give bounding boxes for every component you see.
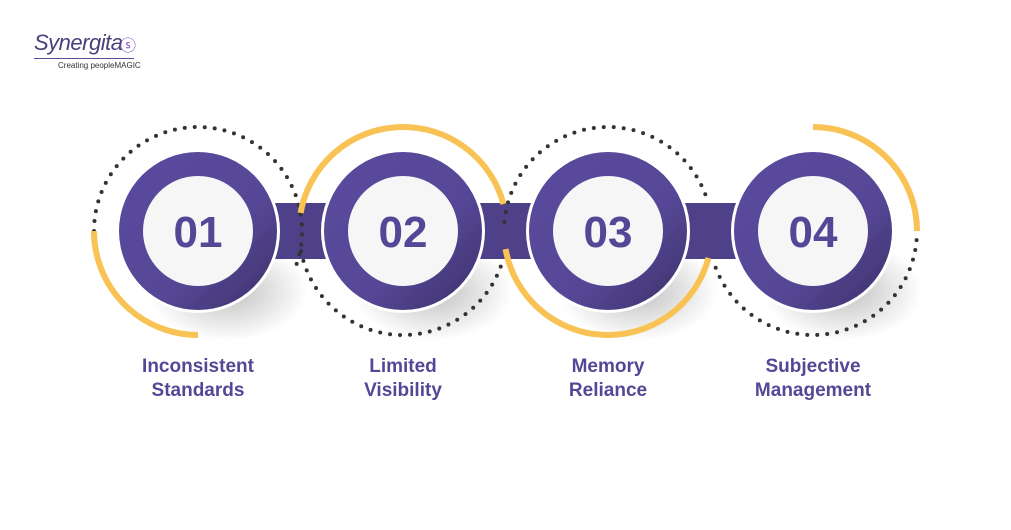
label-line: Reliance bbox=[568, 380, 648, 401]
step-3: 03 bbox=[526, 149, 690, 313]
inner-circle bbox=[758, 176, 868, 286]
yellow-arc bbox=[91, 230, 199, 338]
label-line: Standards bbox=[151, 380, 245, 401]
label-line: Inconsistent bbox=[142, 356, 254, 377]
logo-tagline: Creating peopleMAGIC bbox=[58, 61, 141, 70]
label-line: Management bbox=[754, 380, 872, 401]
label-line: Visibility bbox=[364, 380, 442, 401]
step-2: 02 bbox=[321, 149, 485, 313]
step-number: 03 bbox=[584, 208, 633, 257]
dotted-arc bbox=[92, 125, 304, 269]
label-line: Memory bbox=[571, 356, 645, 377]
label-line: Limited bbox=[369, 356, 437, 377]
inner-circle bbox=[348, 176, 458, 286]
step-number: 01 bbox=[174, 208, 223, 257]
step-1: 01 bbox=[116, 149, 280, 313]
yellow-arc bbox=[812, 124, 920, 232]
synergita-logo: Synergita ⓢ Creating peopleMAGIC bbox=[34, 30, 144, 70]
logo-mark-icon: ⓢ bbox=[120, 38, 137, 55]
inner-circle bbox=[143, 176, 253, 286]
logo-divider bbox=[34, 58, 134, 59]
logo-name: Synergita bbox=[34, 30, 123, 55]
yellow-arc bbox=[297, 124, 507, 214]
yellow-arc bbox=[502, 248, 712, 338]
step-number: 02 bbox=[379, 208, 428, 257]
dotted-arc bbox=[713, 238, 919, 337]
dotted-arc bbox=[502, 125, 708, 224]
step-number: 04 bbox=[789, 208, 838, 257]
dotted-arc bbox=[298, 247, 503, 337]
label-line: Subjective bbox=[765, 356, 861, 377]
step-4: 04 bbox=[731, 149, 895, 313]
inner-circle bbox=[553, 176, 663, 286]
